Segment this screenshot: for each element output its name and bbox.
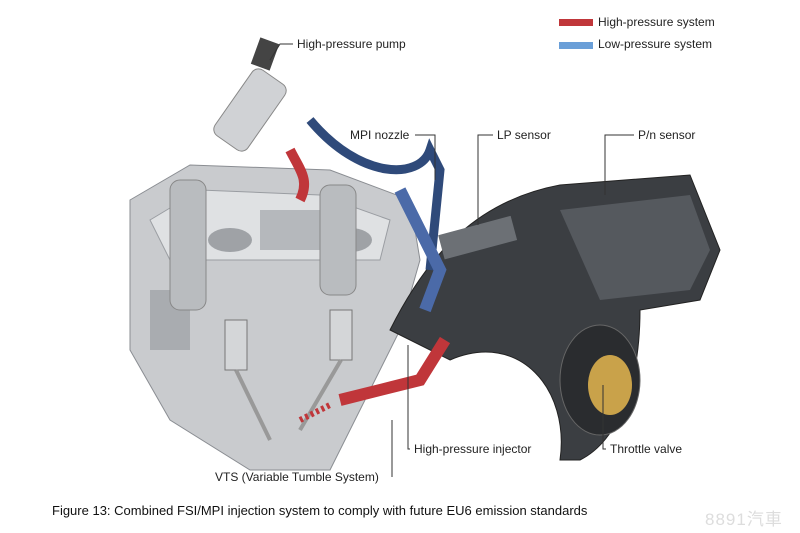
valves	[224, 309, 353, 441]
label-vts: VTS (Variable Tumble System)	[215, 470, 379, 484]
label-lp-sensor: LP sensor	[497, 128, 551, 142]
label-mpi-nozzle: MPI nozzle	[350, 128, 410, 142]
legend-swatch-high	[559, 19, 593, 26]
label-hp-pump: High-pressure pump	[297, 37, 406, 51]
label-throttle-valve: Throttle valve	[610, 442, 683, 456]
legend-low-label: Low-pressure system	[598, 37, 713, 51]
figure-caption: Figure 13: Combined FSI/MPI injection sy…	[52, 503, 588, 518]
label-pn-sensor: P/n sensor	[638, 128, 696, 142]
watermark: 8891汽車	[705, 510, 783, 529]
hp-pump	[213, 37, 287, 152]
throttle-disc	[588, 355, 632, 415]
label-hp-injector: High-pressure injector	[414, 442, 532, 456]
pipes	[285, 117, 451, 423]
intake-manifold	[389, 174, 721, 461]
camshafts	[169, 179, 357, 311]
leader-lines	[269, 43, 634, 477]
legend-swatch-low	[559, 42, 593, 49]
legend-high-label: High-pressure system	[598, 15, 715, 29]
